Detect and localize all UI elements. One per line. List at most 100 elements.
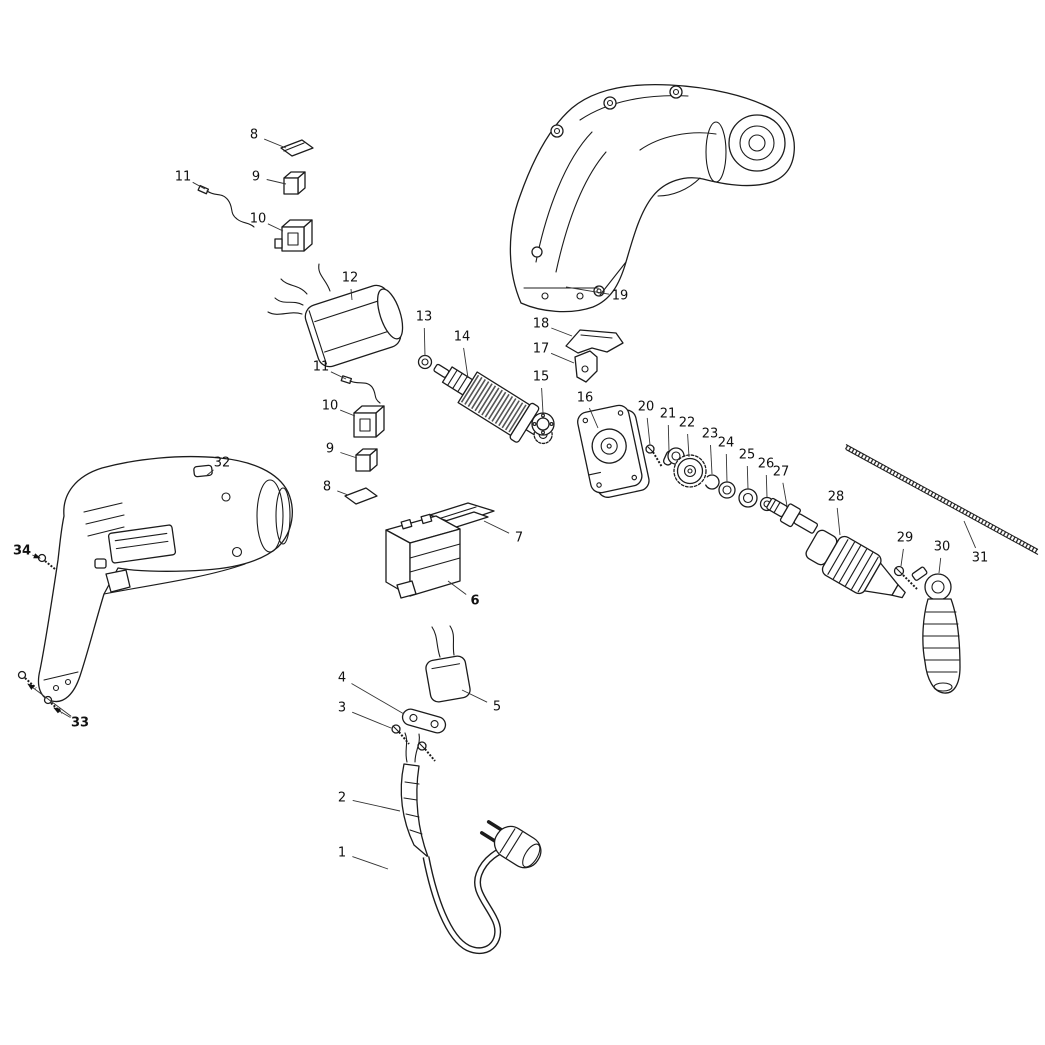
leader-line-2 <box>352 799 401 812</box>
part-lead-wire-mid <box>340 375 381 404</box>
leader-line-8 <box>264 138 287 149</box>
part-housing-shell <box>509 83 795 313</box>
callout-label-21: 21 <box>660 407 677 422</box>
part-field-stator <box>267 263 404 368</box>
part-brush-holder-mid <box>353 405 385 438</box>
callout-label-14: 14 <box>454 330 471 345</box>
callout-label-12: 12 <box>342 271 359 286</box>
callout-label-13: 13 <box>416 310 433 325</box>
part-side-handle <box>922 598 961 694</box>
leader-line-18 <box>551 327 573 337</box>
leader-line-23 <box>710 444 713 475</box>
leader-line-8 <box>337 490 349 496</box>
callout-label-9: 9 <box>252 170 260 185</box>
leader-line-17 <box>550 352 575 364</box>
leader-line-25 <box>746 465 749 490</box>
callout-label-9: 9 <box>326 442 334 457</box>
leader-line-11 <box>330 371 347 380</box>
part-screw-20 <box>645 444 663 468</box>
part-washer-24 <box>718 481 736 499</box>
part-carbon-brush-mid <box>355 448 378 472</box>
callout-label-27: 27 <box>773 465 790 480</box>
leader-line-33 <box>53 707 71 718</box>
callout-label-31: 31 <box>972 551 989 566</box>
part-lead-wire-top <box>197 184 255 228</box>
callout-label-10: 10 <box>250 212 267 227</box>
part-bracket-17 <box>574 350 598 383</box>
part-cord-clamp-4 <box>401 708 447 734</box>
leader-line-21 <box>667 424 670 452</box>
part-bearing-15 <box>531 412 555 436</box>
part-spindle-27 <box>766 497 819 534</box>
part-depth-rod-31 <box>844 444 1040 555</box>
leader-line-12 <box>350 288 353 301</box>
leader-line-15 <box>541 387 544 414</box>
callout-label-24: 24 <box>718 436 735 451</box>
callout-label-20: 20 <box>638 400 655 415</box>
part-carbon-brush-top <box>283 171 306 195</box>
callout-label-16: 16 <box>577 391 594 406</box>
leader-line-16 <box>588 407 599 429</box>
callout-label-18: 18 <box>533 317 550 332</box>
callout-label-25: 25 <box>739 448 756 463</box>
leader-line-7 <box>483 520 510 534</box>
part-screw-34 <box>37 553 56 570</box>
leader-line-4 <box>351 683 405 715</box>
callout-label-19: 19 <box>612 289 629 304</box>
callout-label-6: 6 <box>470 594 479 609</box>
leader-line-19 <box>565 286 610 295</box>
part-handle-clamp-30 <box>911 566 952 601</box>
callout-label-4: 4 <box>338 671 346 686</box>
leader-line-32 <box>205 469 214 477</box>
part-armature <box>433 363 553 445</box>
callout-label-8: 8 <box>323 480 331 495</box>
callout-label-17: 17 <box>533 342 550 357</box>
leader-line-29 <box>900 548 904 567</box>
leader-line-11 <box>192 181 206 190</box>
callout-label-11: 11 <box>313 360 330 375</box>
callout-label-5: 5 <box>493 700 501 715</box>
callout-label-8: 8 <box>250 128 258 143</box>
leader-line-28 <box>836 507 841 536</box>
callout-label-10: 10 <box>322 399 339 414</box>
part-circlip-23 <box>704 474 720 490</box>
part-cord-sleeve-2 <box>400 732 429 858</box>
leader-line-20 <box>646 417 651 446</box>
callout-label-11: 11 <box>175 170 192 185</box>
callout-label-1: 1 <box>338 846 346 861</box>
part-brush-cover-plate-mid <box>344 487 378 505</box>
leader-line-33 <box>27 683 72 717</box>
leader-line-5 <box>461 689 488 703</box>
part-switch-6 <box>385 513 461 599</box>
callout-label-33: 33 <box>71 716 89 731</box>
part-brush-cover-plate-top <box>280 139 314 157</box>
part-washer-13 <box>417 354 433 370</box>
leader-line-10 <box>340 409 356 417</box>
leader-line-34 <box>32 553 41 559</box>
part-capacitor-5 <box>425 625 471 703</box>
callout-label-22: 22 <box>679 416 696 431</box>
callout-label-3: 3 <box>338 701 346 716</box>
leader-line-9 <box>266 179 287 185</box>
leader-line-13 <box>423 327 426 357</box>
leader-line-6 <box>447 580 467 595</box>
leader-line-10 <box>267 223 284 232</box>
part-motor-housing-assembled <box>37 455 293 703</box>
leader-line-3 <box>352 711 392 729</box>
leader-line-26 <box>765 474 768 498</box>
callout-label-34: 34 <box>13 544 31 559</box>
part-power-cord-1 <box>422 843 511 955</box>
part-screw-29 <box>893 565 918 590</box>
part-brush-holder-top <box>274 219 313 252</box>
part-latch-18 <box>565 329 624 354</box>
leader-line-27 <box>782 482 788 507</box>
callout-label-29: 29 <box>897 531 914 546</box>
leader-line-14 <box>463 347 469 379</box>
part-gear-housing-plate-16 <box>577 404 650 498</box>
callout-label-15: 15 <box>533 370 550 385</box>
callout-label-26: 26 <box>758 457 775 472</box>
part-bearing-25 <box>738 488 758 508</box>
